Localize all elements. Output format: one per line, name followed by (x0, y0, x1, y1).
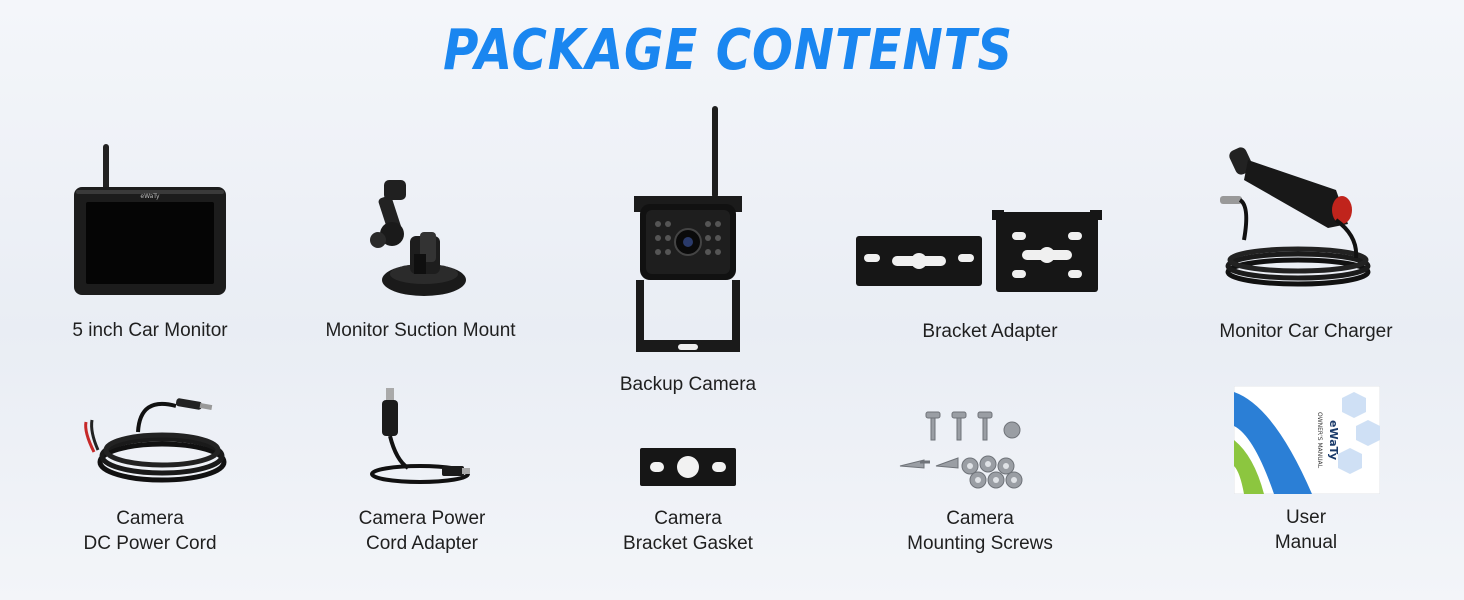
manual-title-text: OWNER'S MANUAL (1316, 412, 1323, 469)
backup-camera-icon (634, 106, 742, 352)
label-suction-mount: Monitor Suction Mount (325, 320, 516, 341)
label-line: Bracket Gasket (623, 533, 753, 554)
car-charger-icon (1220, 147, 1371, 287)
label-car-monitor: 5 inch Car Monitor (72, 320, 228, 341)
label-backup-camera: Backup Camera (619, 374, 757, 395)
power-cord-adapter-icon (370, 388, 470, 484)
label-line: Mounting Screws (907, 533, 1053, 554)
label-line: Camera Power (358, 508, 486, 529)
label-line: Camera (946, 508, 1014, 529)
suction-mount-icon (370, 180, 466, 296)
label-bracket-gasket: Camera Bracket Gasket (588, 506, 788, 556)
monitor-brand-text: eWaTy (140, 193, 160, 200)
label-mounting-screws: Camera Mounting Screws (880, 506, 1080, 556)
label-car-charger: Monitor Car Charger (1219, 321, 1393, 342)
dc-power-cord-icon (84, 398, 227, 483)
mounting-screws-icon (899, 411, 1023, 489)
label-line: User (1285, 507, 1327, 528)
label-line: Cord Adapter (366, 533, 478, 554)
label-line: Camera (654, 508, 722, 529)
label-power-cord-adapter: Camera Power Cord Adapter (322, 506, 522, 556)
user-manual-icon: eWaTy OWNER'S MANUAL (1234, 386, 1380, 494)
bracket-adapter-icon (856, 210, 1102, 292)
label-line: DC Power Cord (83, 533, 217, 554)
page-title: PACKAGE CONTENTS (443, 18, 1013, 83)
label-bracket-adapter: Bracket Adapter (922, 321, 1058, 342)
label-dc-power-cord: Camera DC Power Cord (50, 506, 250, 556)
car-monitor-icon: eWaTy (74, 144, 226, 295)
label-user-manual: User Manual (1206, 505, 1406, 555)
label-line: Manual (1274, 532, 1338, 553)
manual-brand-text: eWaTy (1327, 420, 1340, 460)
bracket-gasket-icon (640, 448, 736, 486)
label-line: Camera (116, 508, 184, 529)
